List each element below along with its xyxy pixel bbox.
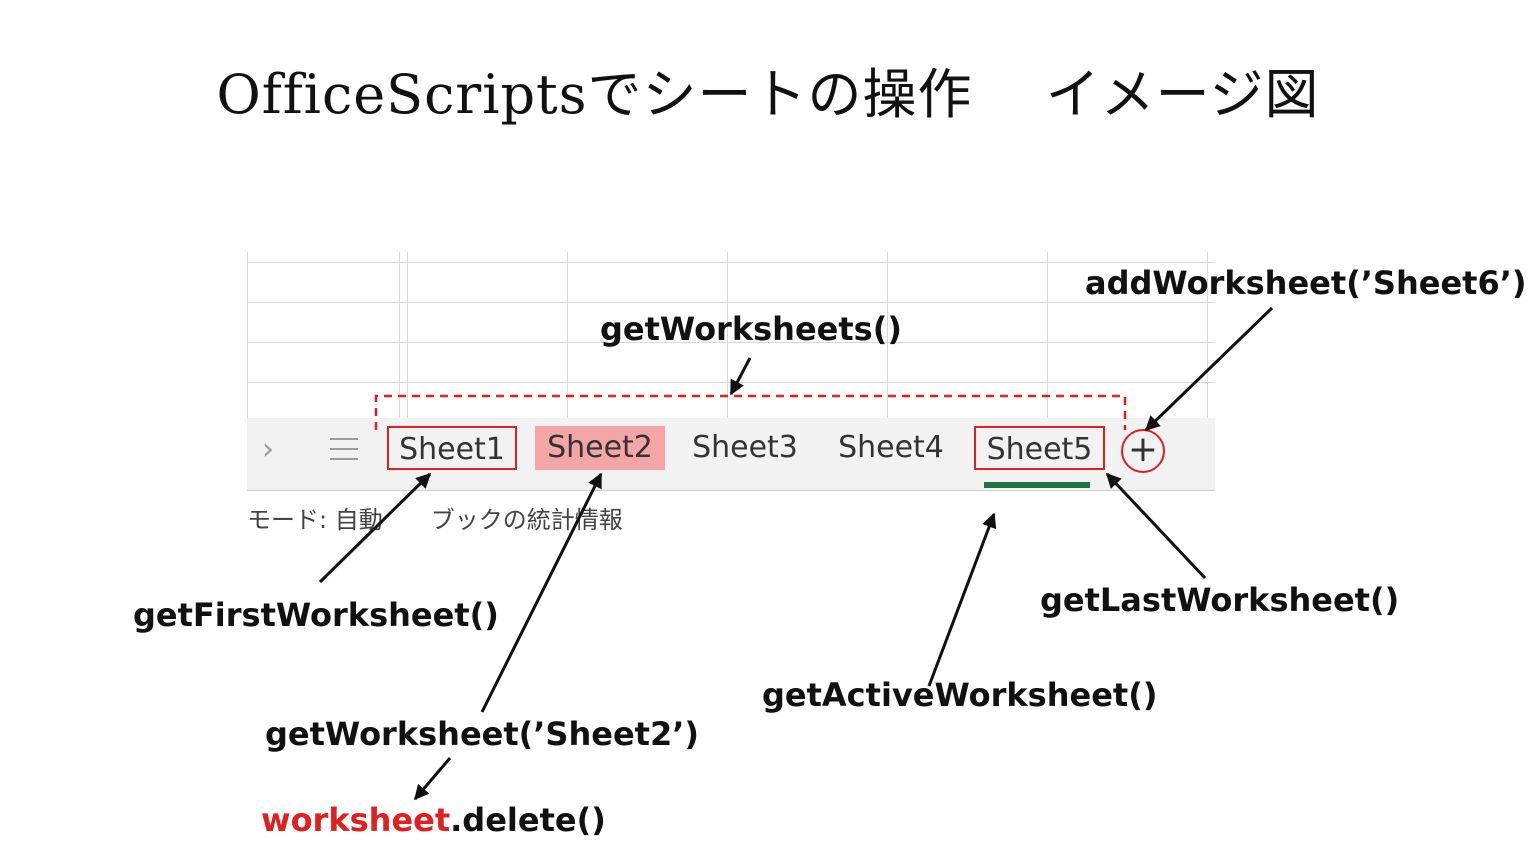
- label-get-active-worksheet: getActiveWorksheet(): [762, 676, 1158, 714]
- chevron-right-icon[interactable]: ›: [262, 432, 274, 467]
- active-sheet-underline: [984, 482, 1090, 488]
- label-delete-object: worksheet: [261, 801, 451, 839]
- arrow-get-first: [318, 472, 432, 584]
- label-delete: worksheet.delete(): [261, 801, 606, 839]
- status-bar-text: モード: 自動 ブックの統計情報: [247, 506, 623, 534]
- arrow-get-last: [1105, 472, 1207, 580]
- label-add-worksheet: addWorksheet(’Sheet6’): [1085, 264, 1527, 302]
- label-get-last-worksheet: getLastWorksheet(): [1040, 581, 1400, 619]
- arrow-get-worksheet: [480, 472, 603, 713]
- sheet-tab-bar: [247, 418, 1215, 491]
- worksheets-bracket: [374, 394, 1127, 430]
- add-sheet-button[interactable]: +: [1121, 429, 1165, 473]
- arrow-get-active: [927, 512, 997, 687]
- label-delete-method: .delete(): [450, 801, 606, 839]
- sheet-tab-2[interactable]: Sheet2: [535, 426, 665, 470]
- label-get-first-worksheet: getFirstWorksheet(): [133, 596, 499, 634]
- arrow-get-worksheets: [729, 357, 752, 396]
- sheet-tab-3[interactable]: Sheet3: [692, 430, 798, 465]
- arrow-delete: [413, 757, 452, 801]
- label-get-worksheet: getWorksheet(’Sheet2’): [265, 715, 699, 753]
- sheet-tab-5[interactable]: Sheet5: [974, 426, 1105, 470]
- arrow-add-worksheet: [1144, 306, 1274, 432]
- grid-left-border: [247, 252, 248, 418]
- sheet-tab-4[interactable]: Sheet4: [838, 430, 944, 465]
- page-title: OfficeScriptsでシートの操作 イメージ図: [216, 63, 1320, 126]
- label-get-worksheets: getWorksheets(): [600, 310, 902, 348]
- menu-icon[interactable]: [330, 438, 358, 462]
- sheet-tab-1[interactable]: Sheet1: [387, 426, 517, 470]
